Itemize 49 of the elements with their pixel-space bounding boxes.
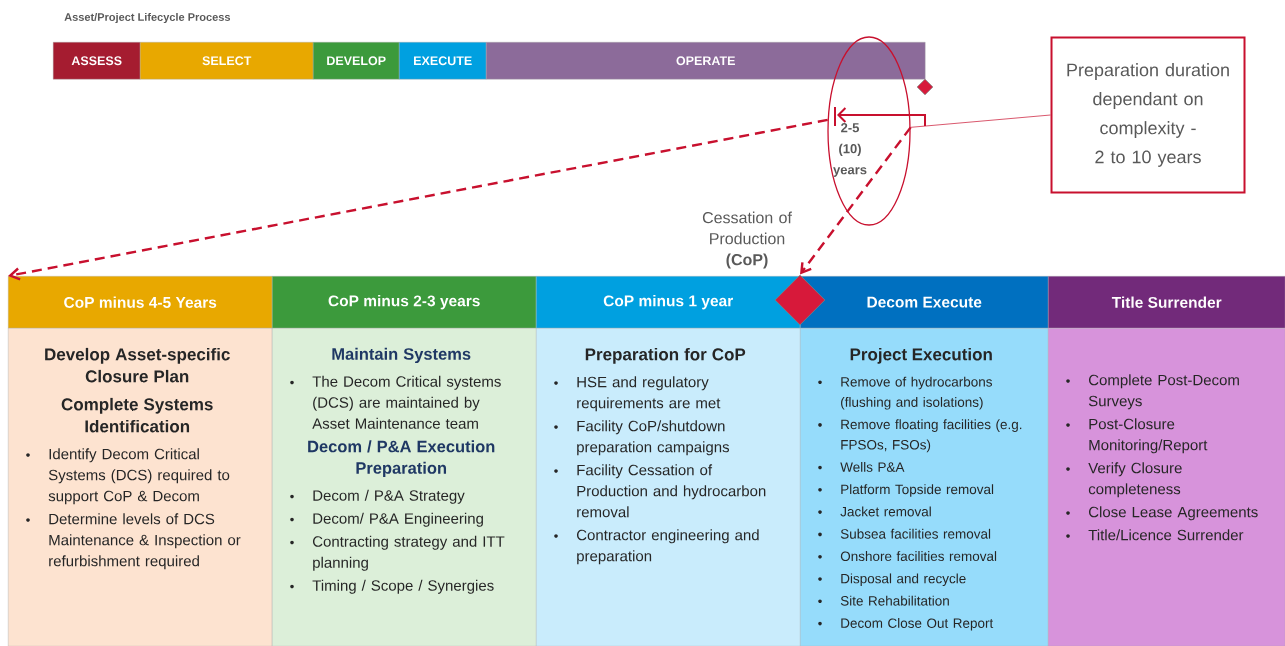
- section-heading: Project Execution: [850, 347, 992, 364]
- bullet-item: Decom Close Out Report: [818, 618, 994, 631]
- bullet-item: Wells P&A: [818, 461, 905, 472]
- dashed-arrow: [8, 118, 828, 281]
- bullet-item: The Decom Critical systems (DCS) are maintained by Asset Maintenance team: [290, 375, 501, 429]
- bullet-item: Remove of hydrocarbons (flushing and isolations): [818, 376, 992, 410]
- column-header: CoP minus 2-3 years: [272, 276, 537, 329]
- column-header: CoP minus 4-5 Years: [8, 276, 273, 329]
- section-heading: Complete Systems Identification: [61, 397, 213, 433]
- bullet-item: Disposal and recycle: [818, 573, 966, 586]
- bullet-item: Identify Decom Critical Systems (DCS) required to support CoP & Decom: [26, 448, 230, 505]
- milestone-diamond: [916, 78, 934, 96]
- leader-line: [910, 114, 1051, 128]
- bullet-item: Close Lease Agreements: [1066, 506, 1258, 521]
- bullet-item: Contractor engineering and preparation: [554, 529, 759, 565]
- phase-segment: DEVELOP: [313, 42, 400, 80]
- section-heading: Preparation for CoP: [585, 347, 746, 364]
- bullet-item: Onshore facilities removal: [818, 551, 997, 562]
- section-heading: Develop Asset-specific Closure Plan: [45, 347, 230, 383]
- bullet-item: Platform Topside removal: [818, 484, 994, 497]
- bullet-item: Determine levels of DCS Maintenance & Inspection or refurbishment required: [26, 513, 241, 570]
- column-header: CoP minus 1 year: [536, 276, 801, 329]
- bullet-item: Site Rehabilitation: [818, 595, 949, 606]
- section-heading: Maintain Systems: [332, 347, 471, 364]
- bullet-item: Decom/ P&A Engineering: [290, 512, 483, 527]
- dashed-arrow: [800, 126, 912, 275]
- phase-segment: EXECUTE: [399, 42, 487, 80]
- bullet-item: Post-Closure Monitoring/Report: [1066, 418, 1208, 454]
- bullet-item: HSE and regulatory requirements are met: [554, 376, 721, 412]
- column-header: Decom Execute: [800, 276, 1049, 329]
- bullet-item: Subsea facilities removal: [818, 528, 991, 539]
- column-header: Title Surrender: [1048, 276, 1285, 329]
- bullet-item: Title/Licence Surrender: [1066, 529, 1244, 541]
- phase-segment: ASSESS: [53, 42, 141, 80]
- phase-segment: SELECT: [140, 42, 314, 80]
- bullet-item: Facility Cessation of Production and hydrocarbon removal: [554, 464, 766, 518]
- bullet-item: Timing / Scope / Synergies: [290, 579, 494, 594]
- diagram-title: Asset/Project Lifecycle Process: [64, 12, 231, 24]
- bullet-item: Remove floating facilities (e.g. FPSOs, FSOs): [818, 419, 1022, 453]
- callout-box: Preparation duration dependant on complexity - 2 to 10 years: [1050, 36, 1246, 194]
- bullet-item: Facility CoP/shutdown preparation campaigns: [554, 420, 730, 456]
- phase-segment: OPERATE: [486, 42, 926, 80]
- bullet-item: Contracting strategy and ITT planning: [290, 535, 505, 571]
- milestone-label: Cessation of Production (CoP): [702, 211, 792, 269]
- bullet-item: Complete Post-Decom Surveys: [1066, 374, 1239, 410]
- section-heading: Decom / P&A Execution Preparation: [308, 440, 495, 478]
- bullet-item: Jacket removal: [818, 506, 931, 517]
- bullet-item: Decom / P&A Strategy: [290, 489, 465, 504]
- bullet-item: Verify Closure completeness: [1066, 462, 1182, 498]
